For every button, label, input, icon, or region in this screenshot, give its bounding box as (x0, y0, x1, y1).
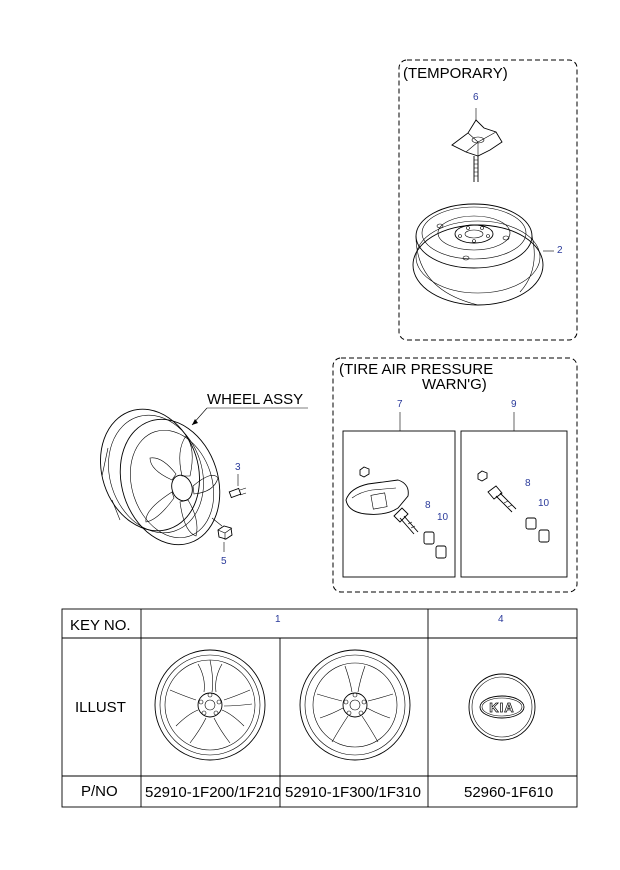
tpms-label-line2: WARN'G) (422, 376, 487, 393)
temporary-label: (TEMPORARY) (403, 65, 508, 82)
tpms-valve-cap-right (525, 517, 550, 543)
tpms-sensor-kit-box (342, 430, 456, 578)
tpms-group: (TIRE AIR PRESSURE WARN'G) 7 9 8 10 (332, 357, 578, 593)
tpms-valve-cap-left (423, 531, 447, 559)
temporary-box (398, 59, 578, 341)
tpms-valve-stem-kit (393, 507, 419, 535)
table-key-4: 4 (498, 614, 504, 625)
callout-7: 7 (397, 399, 403, 410)
table-header-pno: P/NO (81, 783, 118, 800)
wheel-lug-nut (211, 517, 233, 540)
callout-3: 3 (235, 462, 241, 473)
tpms-valve-kit (477, 470, 517, 513)
callout-9: 9 (511, 399, 517, 410)
spare-hold-down-bracket (451, 108, 503, 182)
tpms-label-line1: (TIRE AIR PRESSURE (339, 361, 493, 378)
kia-emblem-illustration: KIA (468, 673, 536, 741)
tpms-box (332, 357, 578, 593)
temporary-spare-wheel (412, 203, 544, 306)
parts-table: KEY NO. ILLUST P/NO 1 4 52910-1F200/1F21… (61, 608, 578, 808)
table-part-number-2: 52910-1F300/1F310 (285, 784, 421, 801)
wheel-illustration-1f200 (154, 649, 266, 761)
table-header-key-no: KEY NO. (70, 617, 131, 634)
callout-2: 2 (557, 245, 563, 256)
tpms-valve-kit-box (460, 430, 568, 578)
wheel-assy-group: WHEEL ASSY 3 (100, 391, 308, 567)
table-part-number-1: 52910-1F200/1F210 (145, 784, 281, 801)
callout-8-right: 8 (525, 478, 531, 489)
wheel-assy-label: WHEEL ASSY (207, 391, 303, 408)
callout-5: 5 (221, 556, 227, 567)
callout-10-left: 10 (437, 512, 449, 523)
valve-stem (228, 487, 247, 499)
callout-10-right: 10 (538, 498, 550, 509)
callout-8-left: 8 (425, 500, 431, 511)
callout-6: 6 (473, 92, 479, 103)
table-key-1: 1 (275, 614, 281, 625)
table-part-number-3: 52960-1F610 (464, 784, 553, 801)
tpms-sensor (345, 466, 409, 515)
wheel-illustration-1f300 (299, 649, 411, 761)
table-header-illust: ILLUST (75, 699, 126, 716)
alloy-wheel-assembly (100, 408, 221, 546)
temporary-spare-group: (TEMPORARY) 6 (398, 59, 578, 341)
kia-emblem-text: KIA (489, 700, 514, 715)
